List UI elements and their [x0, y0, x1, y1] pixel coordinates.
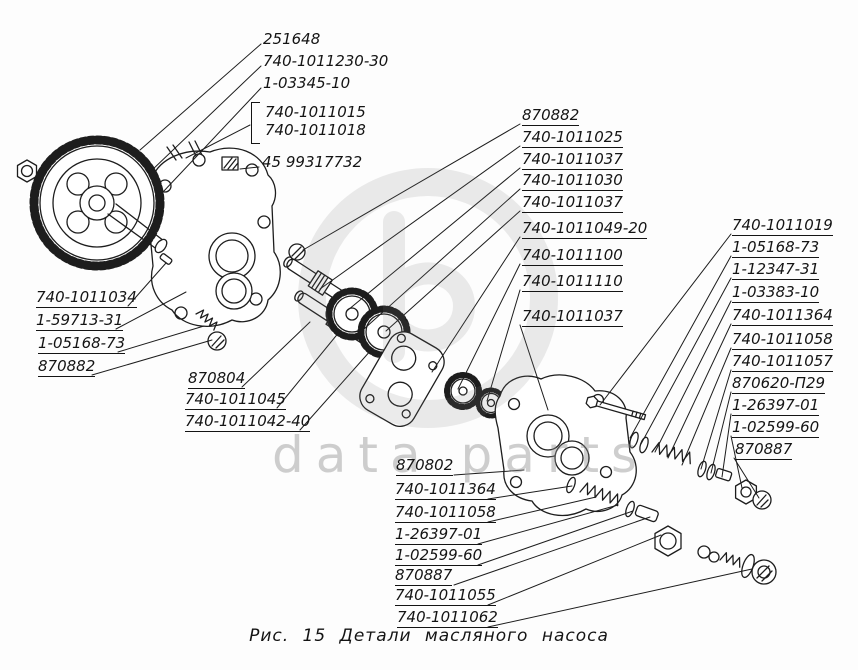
part-label: 740-1011364: [395, 480, 496, 500]
valve-spring-small: [719, 552, 741, 568]
part-label: 1-26397-01: [732, 396, 820, 416]
part-label: 870887: [395, 566, 453, 586]
part-label: 1-05168-73: [732, 238, 820, 258]
part-label: 45 99317732: [262, 153, 363, 171]
part-label: 251648: [263, 30, 321, 48]
part-label: 870887: [735, 440, 793, 460]
part-label: 740-1011049-20: [522, 219, 648, 239]
part-label: 740-1011030: [522, 171, 623, 191]
watermark-logo: [298, 168, 558, 428]
part-label: 740-1011015: [265, 103, 366, 121]
part-label: 740-1011058: [732, 330, 833, 350]
part-label: 740-1011062: [397, 608, 498, 628]
drive-gear: [29, 135, 165, 271]
part-label: 1-26397-01: [395, 525, 483, 545]
part-label: 870804: [188, 369, 246, 389]
part-label: 740-1011019: [732, 216, 833, 236]
gear-shaft: [107, 203, 173, 265]
relief-valve-lower: [566, 476, 777, 585]
part-label: 740-1011045: [185, 390, 286, 410]
part-label: 740-1011037: [522, 193, 623, 213]
housing-spring: [195, 309, 218, 331]
part-label: 740-1011037: [522, 307, 623, 327]
part-label: 870802: [396, 456, 454, 476]
part-label: 1-03345-10: [263, 74, 351, 92]
part-label: 1-59713-31: [36, 311, 124, 331]
part-label: 1-03383-10: [732, 283, 820, 303]
dome-plug: [207, 331, 227, 351]
part-label: 740-1011110: [522, 272, 623, 292]
part-label: 740-1011025: [522, 128, 623, 148]
part-label: 740-1011058: [395, 503, 496, 523]
part-label: 740-1011364: [732, 306, 833, 326]
part-label: 1-12347-31: [732, 260, 820, 280]
part-label: 740-1011018: [265, 121, 366, 139]
bracket: [251, 102, 260, 144]
part-label: 870882: [38, 357, 96, 377]
part-label: 740-1011037: [522, 150, 623, 170]
part-label: 740-1011055: [395, 586, 496, 606]
separator-plate: [359, 331, 445, 428]
lower-housing: [494, 374, 637, 517]
figure-caption: Рис. 15 Детали масляного насоса: [249, 626, 609, 646]
leader-lines: [91, 43, 760, 628]
part-label: 740-1011042-40: [185, 412, 311, 432]
cup-plug: [221, 156, 239, 171]
end-plug: [751, 559, 777, 585]
shaft-plug: [288, 243, 306, 261]
valve-bolt: [585, 395, 647, 421]
part-label: 740-1011230-30: [263, 52, 389, 70]
part-label: 1-02599-60: [395, 546, 483, 566]
part-label: 740-1011034: [36, 288, 137, 308]
part-label: 740-1011100: [522, 246, 623, 266]
valve-cap: [752, 490, 772, 510]
part-label: 870620-П29: [732, 374, 826, 394]
part-label: 870882: [522, 106, 580, 126]
pump-housing: [146, 140, 281, 327]
valve-spring: [579, 482, 619, 507]
part-label: 1-05168-73: [38, 334, 126, 354]
part-label: 740-1011057: [732, 352, 833, 372]
part-label: 1-02599-60: [732, 418, 820, 438]
